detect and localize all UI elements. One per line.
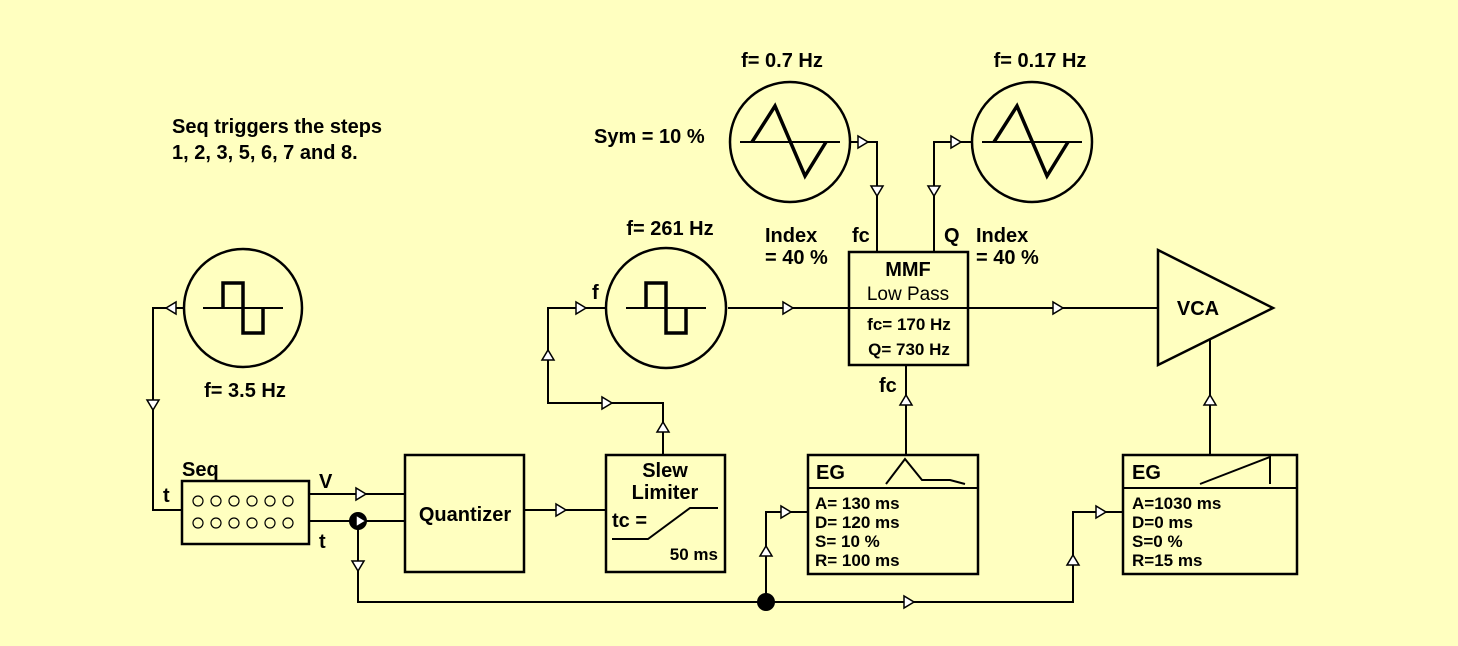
eg1-decay: D= 120 ms xyxy=(815,513,900,532)
lfo-square-freq: f= 3.5 Hz xyxy=(204,380,286,402)
slew-box xyxy=(604,453,727,574)
vca-label: VCA xyxy=(1177,298,1219,320)
mmf-index-left-2: = 40 % xyxy=(765,247,828,269)
triangle-wave-icon xyxy=(750,102,828,180)
vco-input-f: f xyxy=(592,282,599,304)
eg1-box xyxy=(806,453,980,576)
eg1-attack: A= 130 ms xyxy=(815,494,900,513)
vco-freq: f= 261 Hz xyxy=(626,218,713,240)
eg2-box xyxy=(1121,453,1299,576)
slew-ramp-icon xyxy=(612,507,718,540)
signal-arrows xyxy=(145,134,1218,610)
vca: VCA xyxy=(1156,247,1276,368)
mmf-q: Q= 730 Hz xyxy=(868,340,950,359)
mmf-title: MMF xyxy=(885,259,931,281)
slew-label-1: Slew xyxy=(642,460,688,482)
slew-tc-value: 50 ms xyxy=(670,545,718,564)
envelope-adsr-icon xyxy=(885,457,966,485)
eg1-release: R= 100 ms xyxy=(815,551,900,570)
wires xyxy=(152,141,1211,603)
eg1-title: EG xyxy=(816,462,845,484)
note-line-1: Seq triggers the steps xyxy=(172,116,382,138)
lfo2-freq: f= 0.17 Hz xyxy=(994,50,1087,72)
eg2-title: EG xyxy=(1132,462,1161,484)
mmf-input-fc-bottom: fc xyxy=(879,375,897,397)
quantizer: Quantizer xyxy=(403,453,526,574)
envelope-generator-1: EG A= 130 ms D= 120 ms S= 10 % R= 100 ms xyxy=(806,453,980,576)
mmf-filter: MMF Low Pass fc= 170 Hz Q= 730 Hz fc Q f… xyxy=(765,225,1039,397)
mmf-index-right-1: Index xyxy=(976,225,1028,247)
lfo1-freq: f= 0.7 Hz xyxy=(741,50,823,72)
quantizer-label: Quantizer xyxy=(419,504,511,526)
mmf-mode: Low Pass xyxy=(867,284,949,305)
seq-output-t: t xyxy=(319,531,326,553)
slew-limiter: Slew Limiter tc = 50 ms xyxy=(604,453,727,574)
eg1-sustain: S= 10 % xyxy=(815,532,880,551)
triangle-wave-icon xyxy=(992,102,1070,180)
lfo-sine-1: f= 0.7 Hz Sym = 10 % xyxy=(594,50,852,204)
envelope-ramp-icon xyxy=(1199,455,1271,485)
square-wave-icon xyxy=(221,281,265,335)
vca-triangle xyxy=(1156,247,1276,368)
seq-input-t: t xyxy=(163,485,170,507)
seq-step-dots xyxy=(192,495,294,529)
slew-tc-label: tc = xyxy=(612,510,647,532)
sequencer: Seq t V t xyxy=(163,459,333,553)
lfo1-sym: Sym = 10 % xyxy=(594,126,705,148)
mmf-fc: fc= 170 Hz xyxy=(867,315,951,334)
mmf-index-left-1: Index xyxy=(765,225,817,247)
eg2-sustain: S=0 % xyxy=(1132,532,1183,551)
lfo-square: f= 3.5 Hz xyxy=(182,247,304,402)
seq-output-v: V xyxy=(319,471,333,493)
slew-label-2: Limiter xyxy=(632,482,699,504)
eg2-decay: D=0 ms xyxy=(1132,513,1193,532)
seq-box xyxy=(180,479,311,546)
envelope-generator-2: EG A=1030 ms D=0 ms S=0 % R=15 ms xyxy=(1121,453,1299,576)
note-line-2: 1, 2, 3, 5, 6, 7 and 8. xyxy=(172,142,358,164)
lfo-sine-2: f= 0.17 Hz xyxy=(970,50,1094,204)
square-wave-icon xyxy=(644,281,688,335)
eg2-release: R=15 ms xyxy=(1132,551,1202,570)
quantizer-box xyxy=(403,453,526,574)
seq-title: Seq xyxy=(182,459,219,481)
mmf-input-q: Q xyxy=(944,225,960,247)
eg2-attack: A=1030 ms xyxy=(1132,494,1221,513)
mmf-input-fc: fc xyxy=(852,225,870,247)
vco-square: f= 261 Hz f xyxy=(592,218,728,370)
mmf-index-right-2: = 40 % xyxy=(976,247,1039,269)
junction-dot xyxy=(757,593,775,611)
